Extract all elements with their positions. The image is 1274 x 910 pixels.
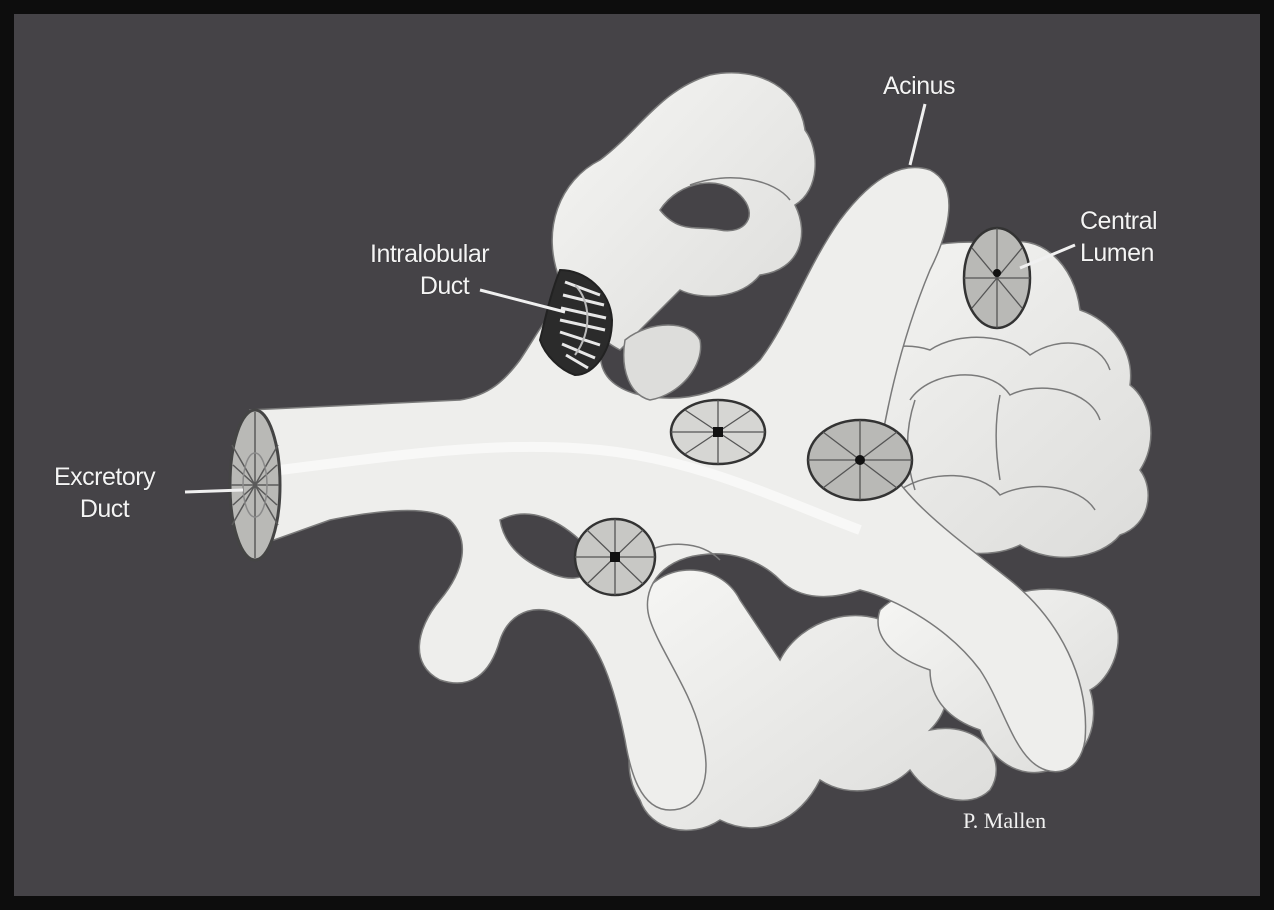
section-lower-left <box>575 519 655 595</box>
central-lumen-label-line2: Lumen <box>1080 237 1157 269</box>
excretory-duct-label-line1: Excretory <box>54 461 155 493</box>
excretory-duct-leader <box>185 490 243 492</box>
central-lumen-label: Central Lumen <box>1080 205 1157 269</box>
excretory-duct-label-line2: Duct <box>54 493 155 525</box>
excretory-duct-section <box>230 410 280 560</box>
intralobular-duct-label-line2: Duct <box>370 270 489 302</box>
acinus-label: Acinus <box>883 70 955 102</box>
artist-credit: P. Mallen <box>963 808 1046 834</box>
acinus-label-text: Acinus <box>883 70 955 102</box>
intralobular-duct-label-line1: Intralobular <box>370 238 489 270</box>
central-lumen-label-line1: Central <box>1080 205 1157 237</box>
section-right-center <box>808 420 912 500</box>
intralobular-duct-label: Intralobular Duct <box>370 238 489 302</box>
section-central-lumen <box>964 228 1030 328</box>
section-upper-center <box>671 400 765 464</box>
excretory-duct-label: Excretory Duct <box>54 461 155 525</box>
acinus-leader <box>910 104 925 165</box>
